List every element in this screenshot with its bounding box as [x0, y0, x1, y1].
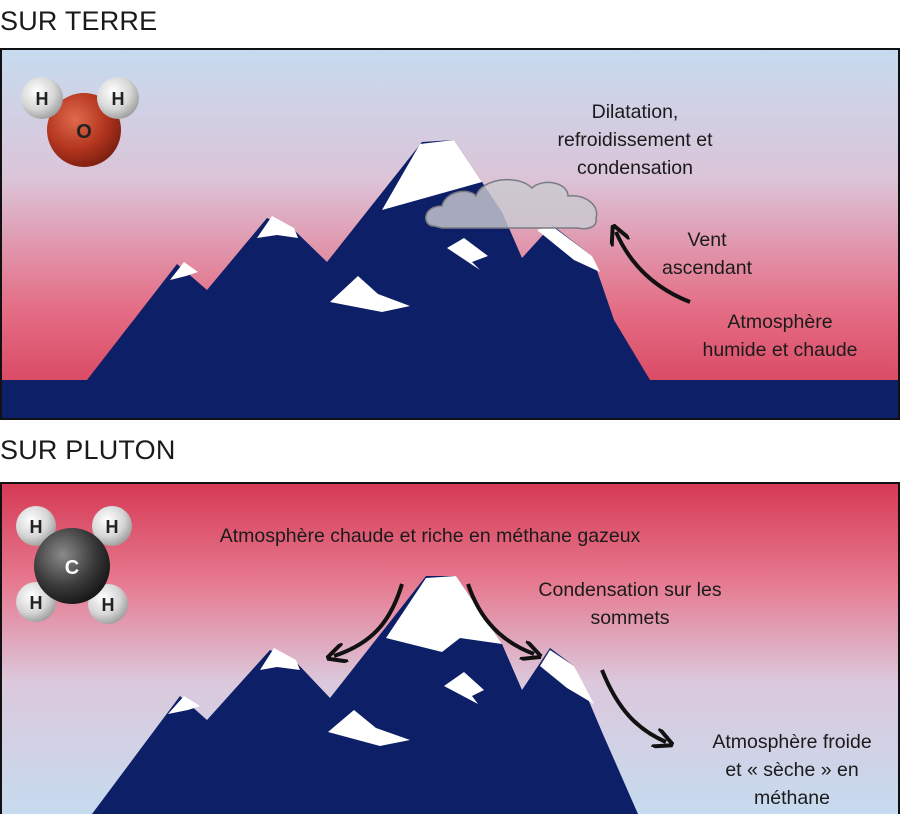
pluto-snow-main	[386, 576, 502, 652]
hydrogen-atom-4	[88, 584, 128, 624]
earth-panel: O H H Dilatation, refroidissement et con…	[0, 48, 900, 420]
carbon-letter: C	[65, 557, 79, 579]
summit-condensation-label: Condensation sur les sommets	[538, 579, 722, 629]
carbon-atom	[34, 528, 110, 604]
earth-snow-main	[382, 140, 482, 210]
pluto-snow-patch1	[328, 710, 410, 746]
pluto-snow-far	[168, 696, 200, 714]
water-molecule: O H H	[21, 77, 139, 167]
hydrogen-atom-left	[21, 77, 63, 119]
hydrogen-letter-3: H	[30, 593, 43, 613]
wind-arrow	[616, 232, 691, 304]
earth-diagram: O H H	[2, 50, 898, 418]
cloud	[425, 178, 598, 230]
hydrogen-letter-1: H	[30, 517, 43, 537]
hydrogen-atom-2	[92, 506, 132, 546]
hydrogen-letter-left: H	[36, 89, 49, 109]
hydrogen-letter-right: H	[112, 89, 125, 109]
earth-snow-patch1	[330, 276, 410, 312]
arrow-down-right	[466, 583, 534, 654]
earth-atmosphere-label: Atmosphère humide et chaude	[702, 311, 858, 361]
earth-snow-patch2	[447, 238, 488, 270]
earth-snow-far	[170, 262, 198, 280]
pluto-snow-patch2	[444, 672, 484, 704]
earth-title: SUR TERRE	[0, 6, 158, 36]
methane-molecule: C H H H H	[16, 506, 132, 624]
arrow-descending-right	[600, 669, 666, 742]
pluto-snow-left	[260, 648, 300, 670]
pluto-title: SUR PLUTON	[0, 435, 176, 465]
hydrogen-atom-1	[16, 506, 56, 546]
condensation-label: Dilatation, refroidissement et condensat…	[557, 101, 713, 179]
pluto-diagram: C H H H H	[2, 484, 898, 814]
earth-snow-right	[537, 226, 600, 272]
pluto-atmosphere-top-label: Atmosphère chaude et riche en méthane ga…	[219, 525, 641, 547]
earth-mountain	[2, 140, 898, 418]
earth-snow-left	[257, 216, 298, 238]
hydrogen-letter-4: H	[102, 595, 115, 615]
hydrogen-atom-right	[97, 77, 139, 119]
pluto-dry-atmosphere-label: Atmosphère froide et « sèche » en méthan…	[712, 731, 872, 809]
pluto-mountain	[92, 576, 638, 814]
oxygen-letter: O	[76, 121, 92, 143]
hydrogen-letter-2: H	[106, 517, 119, 537]
arrow-down-left	[334, 583, 404, 656]
pluto-panel: C H H H H Atmosphère chaude et riche en …	[0, 482, 900, 814]
wind-label: Vent ascendant	[662, 229, 752, 279]
pluto-snow-right	[540, 650, 594, 704]
